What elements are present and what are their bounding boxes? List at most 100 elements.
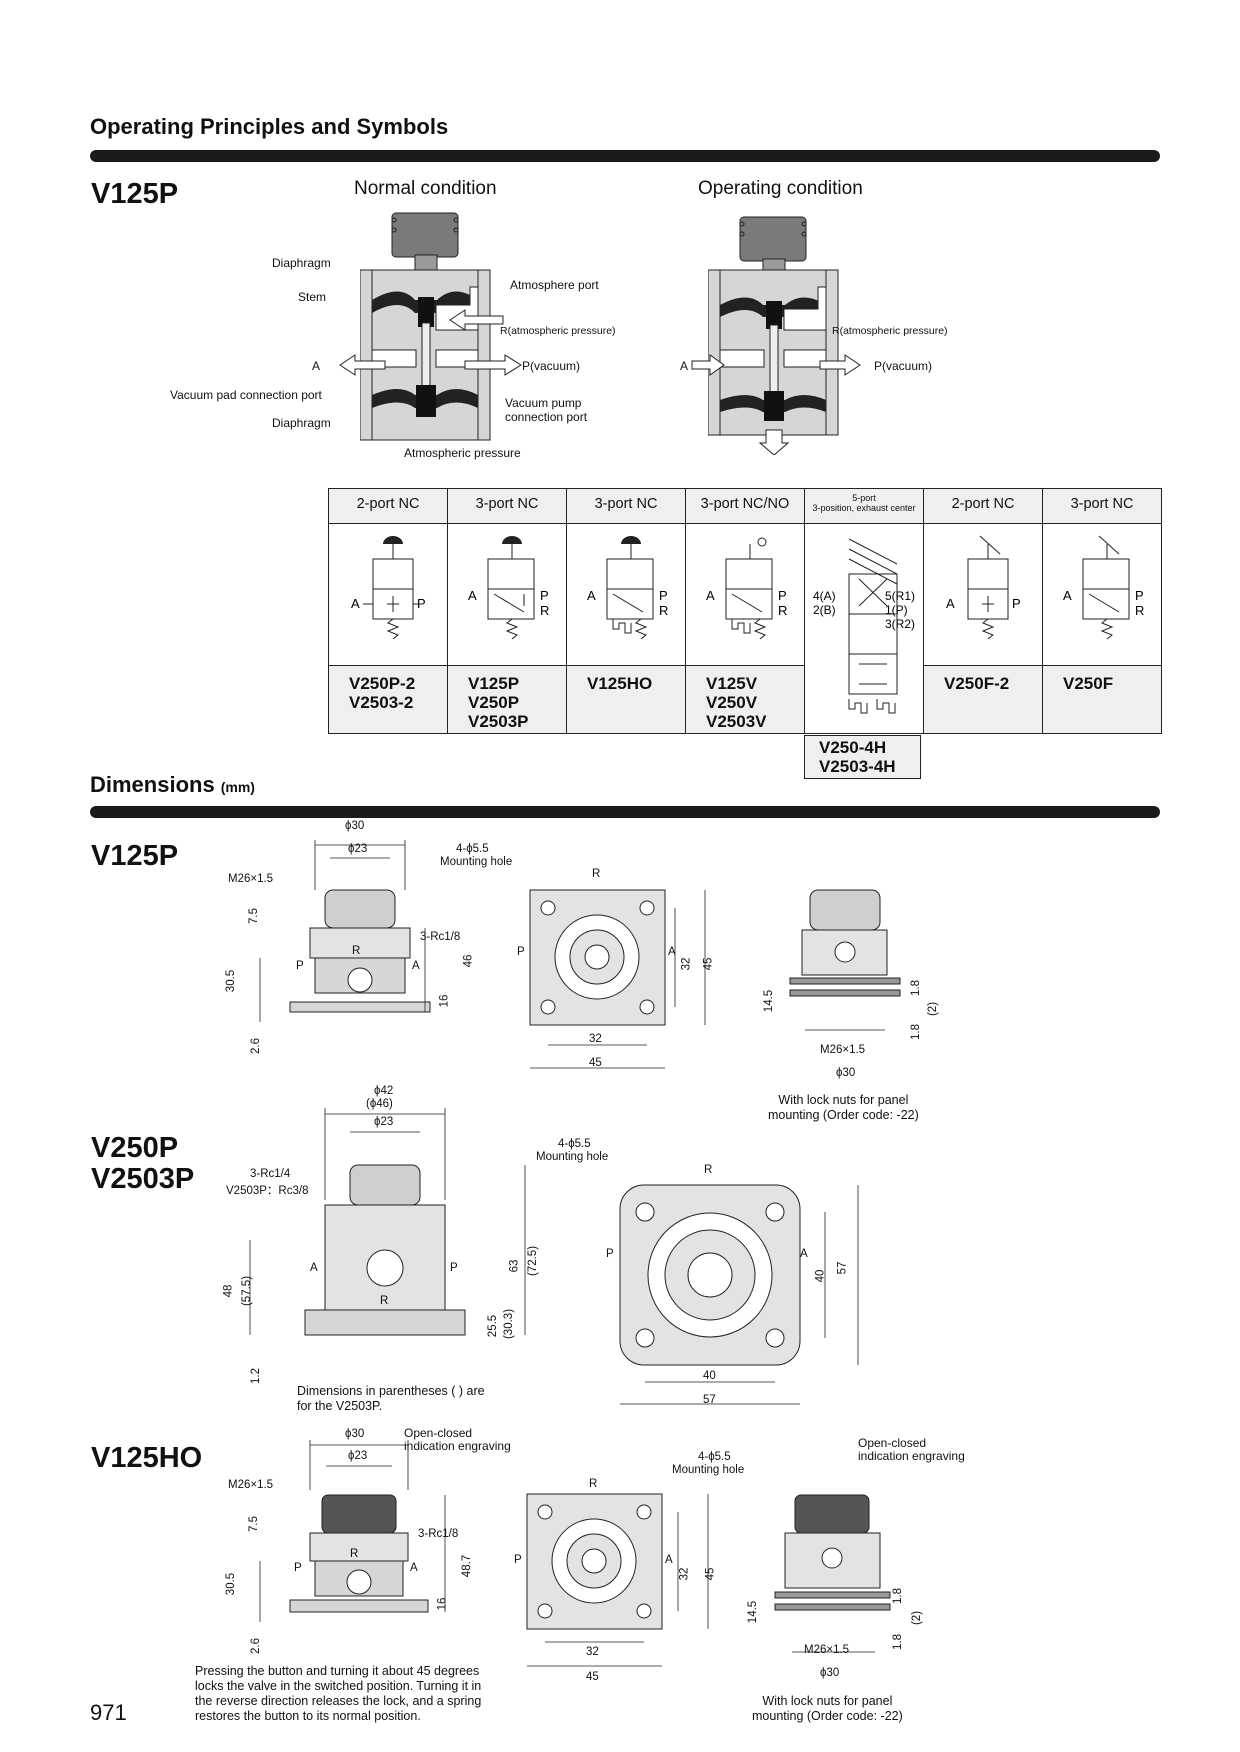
dim-phi23-v250: ϕ23 <box>374 1116 394 1128</box>
port-a: A <box>468 588 477 603</box>
port-r: R <box>1135 603 1144 618</box>
dim-1-8: 1.8 <box>910 980 922 996</box>
port-r-ho-front: R <box>589 1478 598 1490</box>
dim-phi23: ϕ23 <box>348 843 368 855</box>
dim-48-7: 48.7 <box>461 1554 474 1578</box>
model-label-v250p: V250P <box>91 1132 179 1164</box>
flow-arrows-normal <box>339 354 522 376</box>
port-p-front: P <box>517 946 525 958</box>
label-a-operating: A <box>680 359 689 373</box>
dim-mounting-hole: 4-ϕ5.5 <box>456 843 489 855</box>
valve-operating-condition-diagram <box>708 216 839 455</box>
port-r-label: R <box>352 945 361 957</box>
port-p-ho-front: P <box>514 1554 522 1566</box>
dim-phi46: (ϕ46) <box>366 1098 393 1110</box>
dim-32: 32 <box>589 1033 602 1045</box>
symbol-2port-nc: A P <box>328 523 448 666</box>
port-a-ho-front: A <box>665 1554 673 1566</box>
dim-1-8-lower: 1.8 <box>910 1024 922 1040</box>
dim-mounting-hole-label-v250: Mounting hole <box>536 1151 609 1163</box>
dim-1-8-ho-lower: 1.8 <box>892 1634 904 1650</box>
normal-condition-title: Normal condition <box>354 178 497 199</box>
port-p-v250-front: P <box>606 1248 614 1260</box>
lock-nut-note-v125p: With lock nuts for panel mounting (Order… <box>768 1093 919 1122</box>
port-p: P <box>1012 596 1021 611</box>
symbol-3port-nc-a: A P R <box>447 523 567 666</box>
symbol-header: 5-port 3-position, exhaust center <box>804 488 924 524</box>
v250p-dimension-drawing <box>249 1108 859 1405</box>
dim-72-5: (72.5) <box>527 1245 540 1277</box>
dim-rc14: 3-Rc1/4 <box>250 1168 291 1180</box>
section-rule <box>90 150 1160 162</box>
port-a-front: A <box>668 946 676 958</box>
label-vacuum-pump: Vacuum pump connection port <box>505 396 588 424</box>
port-r: R <box>540 603 549 618</box>
symbol-header: 3-port NC/NO <box>685 488 805 524</box>
dim-57-vertical: 57 <box>836 1261 849 1275</box>
section-title-operating: Operating Principles and Symbols <box>90 114 449 139</box>
port-a: A <box>946 596 955 611</box>
dim-7-5: 7.5 <box>248 908 260 924</box>
lock-nut-note-v125ho: With lock nuts for panel mounting (Order… <box>752 1694 903 1723</box>
port-a-label: A <box>412 960 420 972</box>
port-4a: 4(A) <box>813 589 836 603</box>
dim-2-6: 2.6 <box>250 1038 262 1054</box>
dim-57: 57 <box>703 1394 716 1406</box>
port-p: P <box>659 588 668 603</box>
symbol-5port-3position: 4(A) 2(B) 5(R1) 1(P) 3(R2) <box>804 523 924 734</box>
dim-25-5: 25.5 <box>487 1314 500 1338</box>
dim-40: 40 <box>703 1370 716 1382</box>
dim-mounting-hole-v250: 4-ϕ5.5 <box>558 1138 591 1150</box>
dim-30-5-ho: 30.5 <box>225 1572 238 1596</box>
port-a-ho: A <box>410 1562 418 1574</box>
port-r-v250: R <box>380 1295 389 1307</box>
label-r-atmospheric-normal: R(atmospheric pressure) <box>500 325 616 337</box>
model-label-v2503p: V2503P <box>91 1163 195 1195</box>
symbol-header: 2-port NC <box>328 488 448 524</box>
port-p-label: P <box>296 960 304 972</box>
dim-45-ho-vertical: 45 <box>704 1567 717 1581</box>
engraving-note-side: Open-closed indication engraving <box>404 1426 511 1453</box>
port-2b: 2(B) <box>813 603 836 617</box>
dim-45: 45 <box>589 1057 602 1069</box>
dim-m26-panel: M26×1.5 <box>820 1044 866 1056</box>
label-stem: Stem <box>298 290 327 304</box>
dim-14-5: 14.5 <box>763 989 776 1013</box>
dim-45-ho: 45 <box>586 1671 599 1683</box>
port-a: A <box>706 588 715 603</box>
dim-rc-ho: 3-Rc1/8 <box>418 1528 459 1540</box>
port-p: P <box>1135 588 1144 603</box>
dim-mounting-hole-label: Mounting hole <box>440 856 513 868</box>
label-vacuum-pad: Vacuum pad connection port <box>170 388 322 402</box>
dim-phi23-ho: ϕ23 <box>348 1450 368 1462</box>
dim-1-2: 1.2 <box>250 1368 262 1384</box>
port-a: A <box>587 588 596 603</box>
symbol-header: 3-port NC <box>566 488 686 524</box>
operating-condition-title: Operating condition <box>698 178 863 199</box>
symbol-header: 2-port NC <box>923 488 1043 524</box>
dim-2: (2) <box>927 1001 940 1017</box>
dim-7-5-ho: 7.5 <box>248 1516 260 1532</box>
dim-48: 48 <box>222 1284 235 1298</box>
dim-m26-ho-panel: M26×1.5 <box>804 1644 850 1656</box>
symbols-table: 2-port NC 3-port NC 3-port NC 3-port NC/… <box>328 488 1162 734</box>
port-r: R <box>778 603 787 618</box>
dim-2-ho: (2) <box>911 1610 924 1626</box>
port-p: P <box>540 588 549 603</box>
dim-phi42: ϕ42 <box>374 1085 394 1097</box>
dim-rc: 3-Rc1/8 <box>420 931 461 943</box>
symbol-models-cell: V250F-2 <box>923 665 1043 734</box>
dim-phi30-ho-panel: ϕ30 <box>820 1667 840 1679</box>
v125p-dimension-drawing <box>259 840 901 1069</box>
symbol-3port-nc-b: A P R <box>566 523 686 666</box>
dim-phi30-panel: ϕ30 <box>836 1067 856 1079</box>
dim-57-5: (57.5) <box>241 1275 254 1307</box>
port-a-v250: A <box>310 1262 318 1274</box>
label-a-normal: A <box>312 359 321 373</box>
label-atmosphere-port: Atmosphere port <box>510 278 599 292</box>
atmosphere-arrow-normal <box>449 309 504 331</box>
